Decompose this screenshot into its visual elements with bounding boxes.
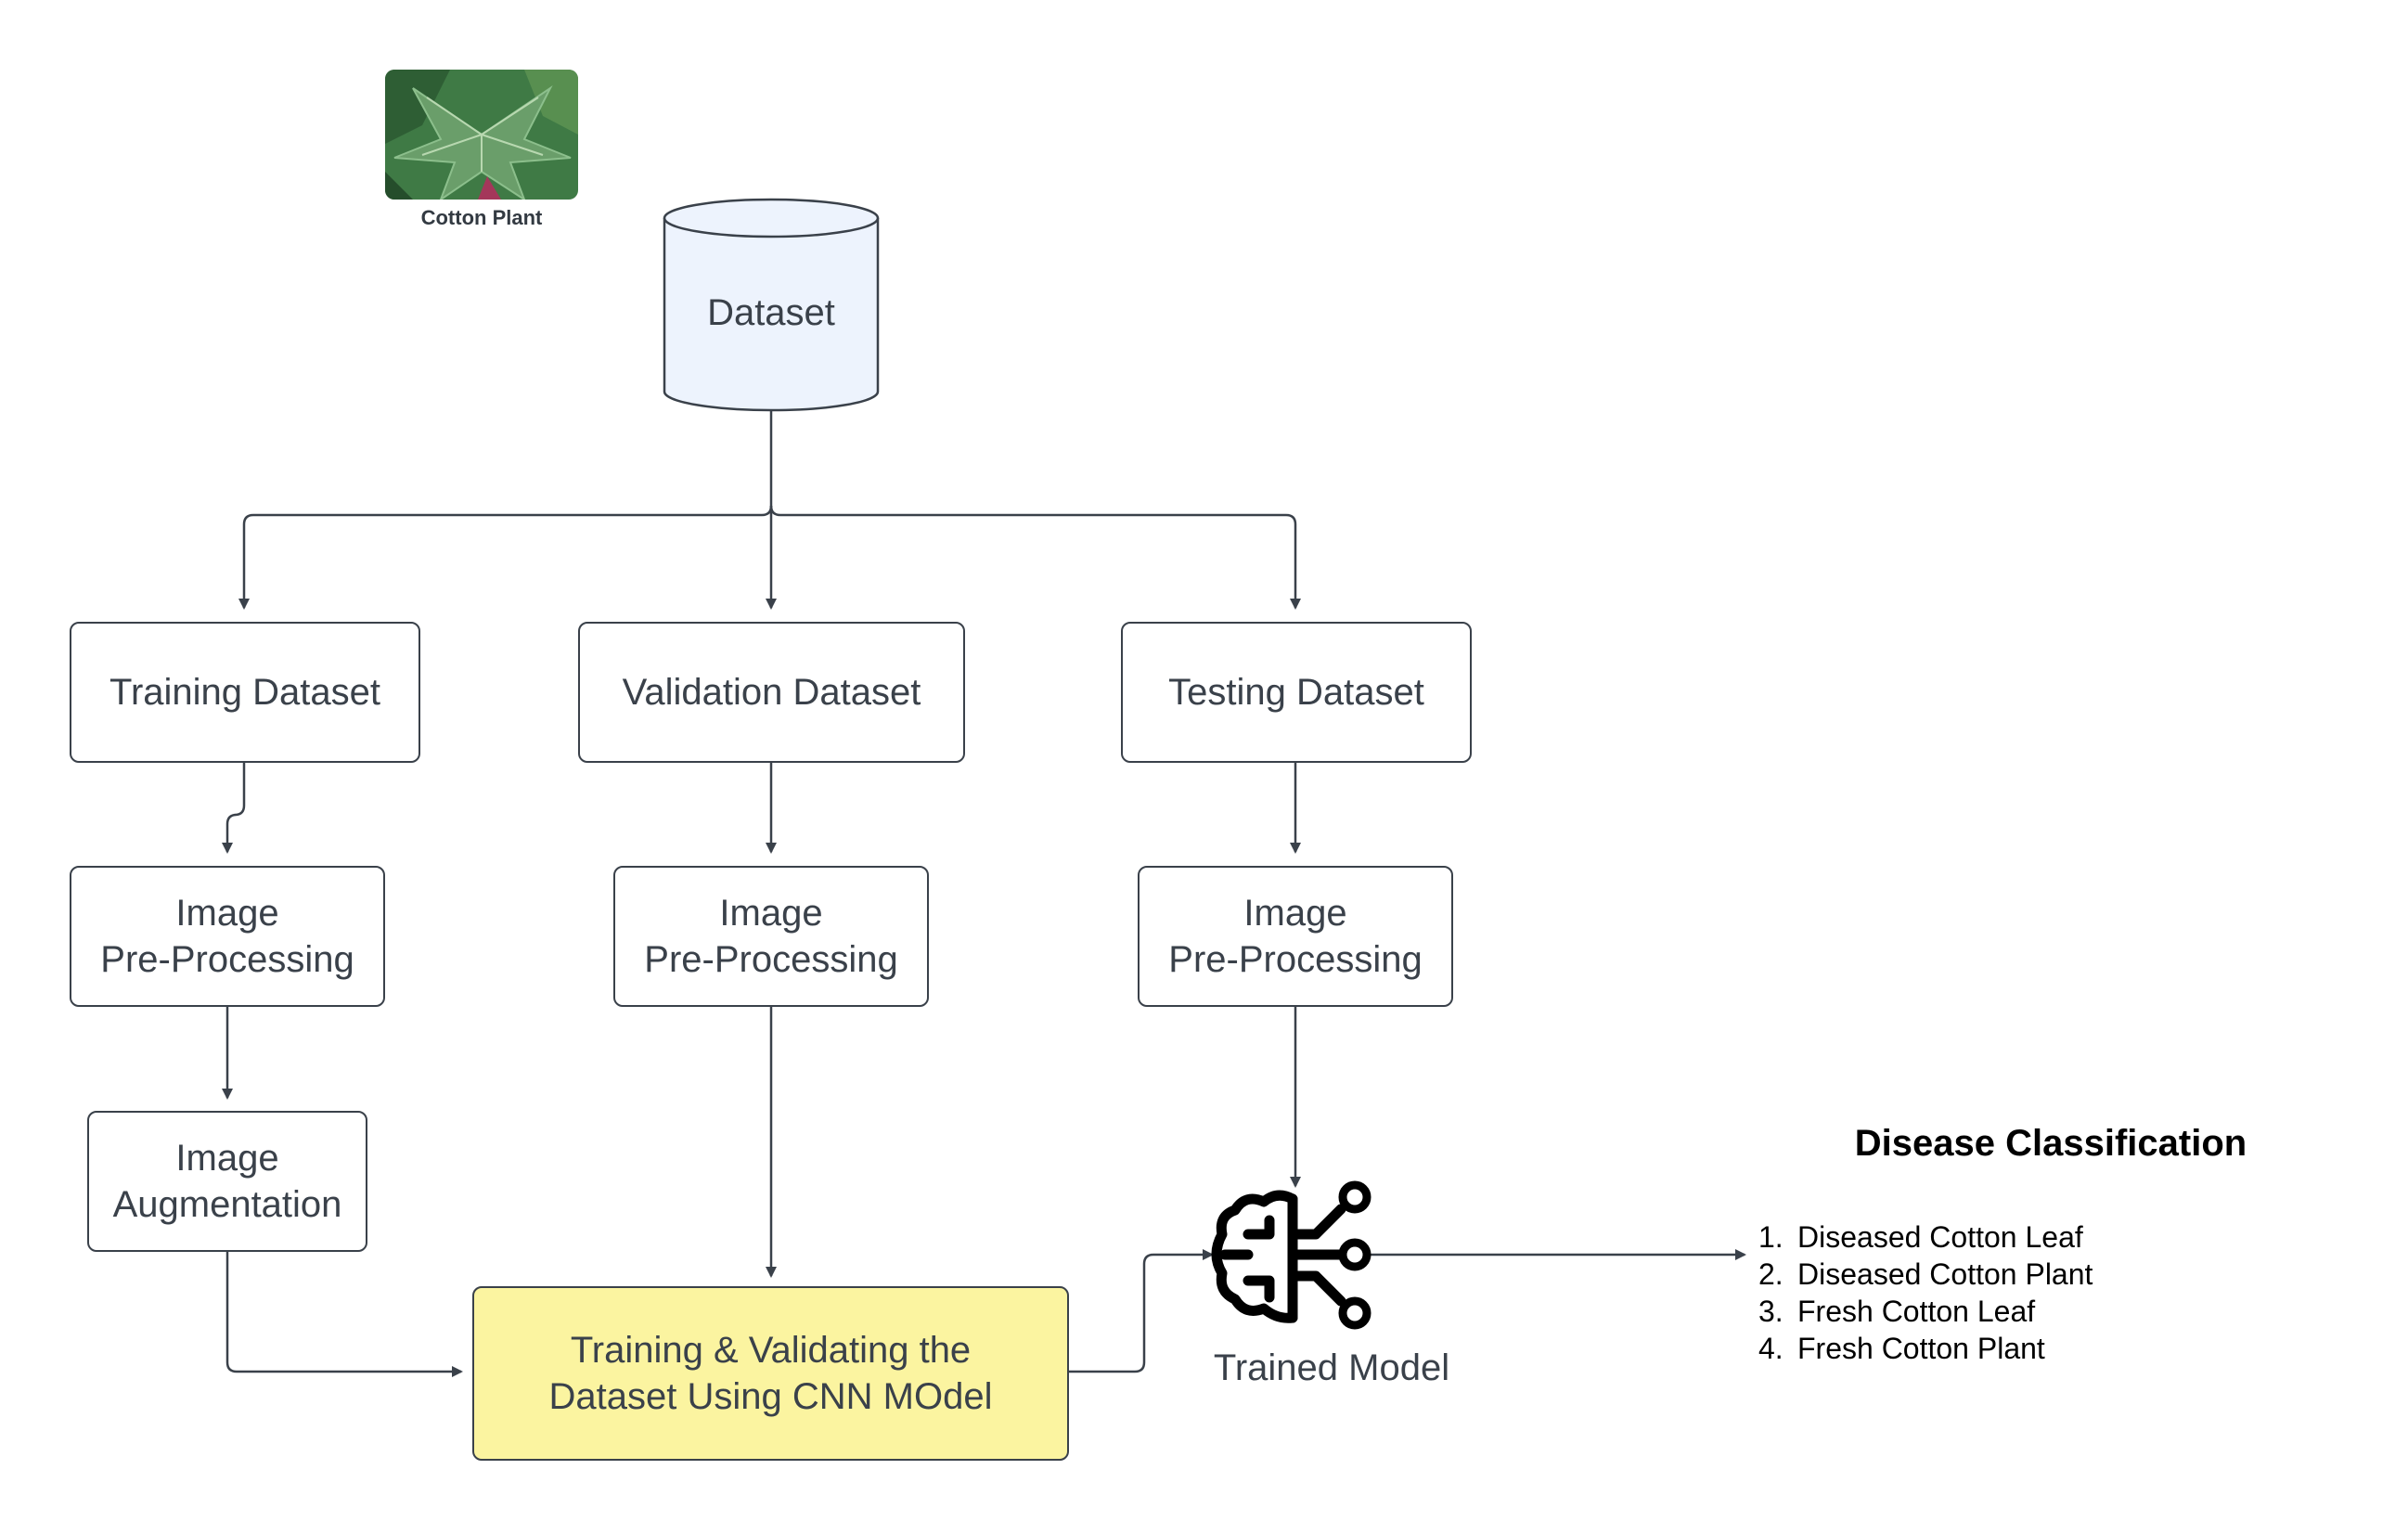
classification-item: 2. Diseased Cotton Plant	[1758, 1256, 2093, 1293]
cotton-plant-photo	[385, 70, 578, 200]
preprocessing-line2: Pre-Processing	[644, 939, 898, 980]
classification-item-number: 2.	[1758, 1257, 1783, 1291]
preprocessing-line1: Image	[175, 893, 279, 934]
augment-to-training-connector	[225, 1250, 463, 1377]
classification-item-text: Diseased Cotton Plant	[1797, 1257, 2093, 1291]
augmentation-line2: Augmentation	[112, 1184, 342, 1225]
trained-model-label: Trained Model	[1213, 1347, 1450, 1388]
dataset-cylinder[interactable]	[663, 198, 880, 412]
validation-dataset-box[interactable]: Validation Dataset	[578, 622, 965, 763]
classification-item-number: 1.	[1758, 1220, 1783, 1254]
dataset-branch-connector	[238, 505, 773, 610]
image-augmentation-box[interactable]: Image Augmentation	[87, 1111, 367, 1252]
preprocessing-line1: Image	[719, 893, 823, 934]
cnn-training-box[interactable]: Training & Validating the Dataset Using …	[472, 1286, 1069, 1461]
preprocessing-line2: Pre-Processing	[1168, 939, 1423, 980]
disease-classification-list: 1. Diseased Cotton Leaf 2. Diseased Cott…	[1758, 1218, 2093, 1367]
training-to-model-connector	[1069, 1249, 1214, 1373]
classification-item: 3. Fresh Cotton Leaf	[1758, 1293, 2093, 1330]
testing-preprocessing-box[interactable]: Image Pre-Processing	[1138, 866, 1453, 1007]
cnn-training-line1: Training & Validating the	[570, 1330, 972, 1371]
classification-item-text: Fresh Cotton Leaf	[1797, 1295, 2036, 1328]
training-dataset-label: Training Dataset	[109, 672, 380, 713]
validation-dataset-label: Validation Dataset	[622, 672, 921, 713]
validation-preprocessing-box[interactable]: Image Pre-Processing	[613, 866, 929, 1007]
classification-item: 1. Diseased Cotton Leaf	[1758, 1218, 2093, 1256]
classification-item-text: Fresh Cotton Plant	[1797, 1332, 2045, 1365]
classification-item: 4. Fresh Cotton Plant	[1758, 1330, 2093, 1367]
classification-item-number: 3.	[1758, 1295, 1783, 1328]
disease-classification-title: Disease Classification	[1854, 1123, 2247, 1164]
training-to-preprocess-connector	[222, 761, 246, 854]
cotton-plant-caption: Cotton Plant	[420, 206, 543, 229]
testing-dataset-label: Testing Dataset	[1168, 672, 1424, 713]
preprocessing-line1: Image	[1243, 893, 1347, 934]
cnn-training-line2: Dataset Using CNN MOdel	[548, 1376, 993, 1417]
classification-item-text: Diseased Cotton Leaf	[1797, 1220, 2083, 1254]
dataset-label: Dataset	[707, 292, 835, 333]
preprocessing-line2: Pre-Processing	[100, 939, 354, 980]
training-dataset-box[interactable]: Training Dataset	[70, 622, 420, 763]
brain-circuit-icon	[1211, 1180, 1371, 1330]
dataset-to-testing-connector	[769, 505, 1301, 610]
augmentation-line1: Image	[175, 1138, 279, 1179]
training-preprocessing-box[interactable]: Image Pre-Processing	[70, 866, 385, 1007]
testing-dataset-box[interactable]: Testing Dataset	[1121, 622, 1472, 763]
classification-item-number: 4.	[1758, 1332, 1783, 1365]
